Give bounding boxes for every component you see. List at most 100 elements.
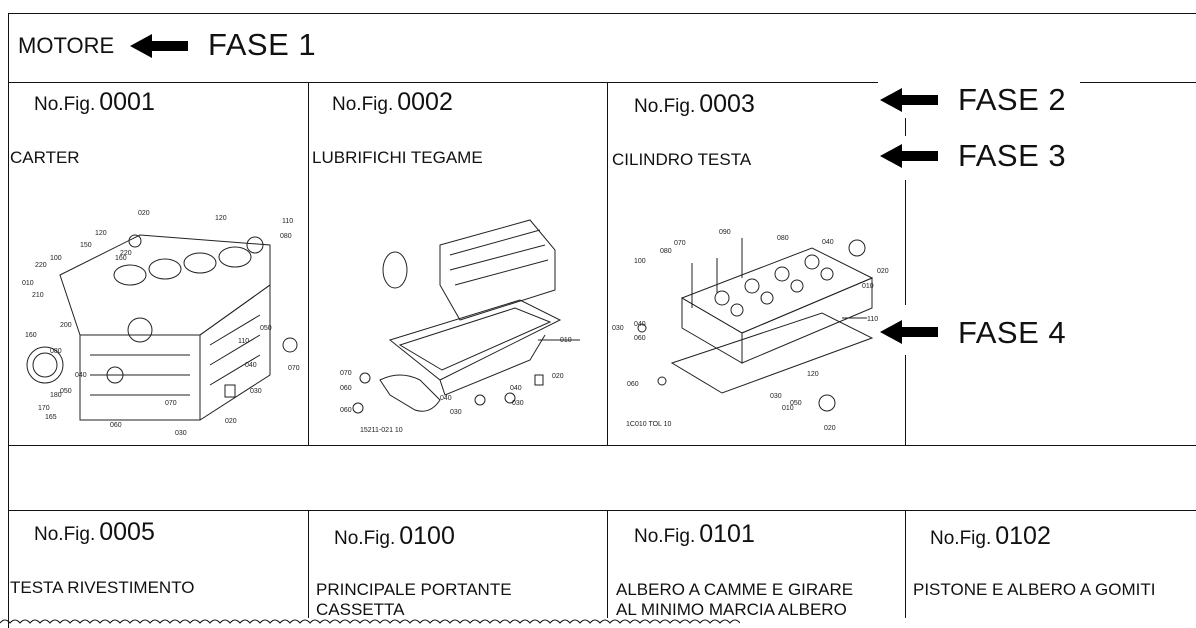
top-border <box>8 13 1196 14</box>
fig-label-0005[interactable]: No.Fig.0005 <box>34 518 155 547</box>
svg-text:100: 100 <box>50 255 62 262</box>
svg-text:080: 080 <box>50 348 62 355</box>
svg-text:1C010 TOL 10: 1C010 TOL 10 <box>626 421 672 428</box>
fig-title-0005: TESTA RIVESTIMENTO <box>10 578 195 597</box>
svg-text:060: 060 <box>634 335 646 342</box>
fase4-label: FASE 4 <box>958 315 1067 350</box>
col-divider-b3 <box>905 510 906 618</box>
fig-number: 0005 <box>99 518 155 546</box>
svg-text:040: 040 <box>75 372 87 379</box>
fig-prefix: No.Fig. <box>634 526 696 547</box>
fig-prefix: No.Fig. <box>634 96 696 117</box>
svg-text:030: 030 <box>512 400 524 407</box>
svg-text:220: 220 <box>35 262 47 269</box>
fig-prefix: No.Fig. <box>334 528 396 549</box>
arrow-left-icon <box>880 144 938 168</box>
col-divider-b2 <box>607 510 608 618</box>
fig-title-0101: ALBERO A CAMME E GIRARE <box>616 580 854 599</box>
svg-text:070: 070 <box>165 400 177 407</box>
col-divider-3c <box>905 355 906 445</box>
svg-text:020: 020 <box>552 373 564 380</box>
arrow-left-icon <box>880 320 938 344</box>
svg-text:110: 110 <box>867 316 878 323</box>
svg-text:050: 050 <box>260 325 272 332</box>
arrow-left-icon <box>880 88 938 112</box>
svg-text:010: 010 <box>782 405 794 412</box>
col-divider-b1 <box>308 510 309 618</box>
col-divider-3b <box>905 180 906 305</box>
fase3-label: FASE 3 <box>958 138 1067 173</box>
col-divider-2 <box>607 82 608 445</box>
fig-label-0100[interactable]: No.Fig.0100 <box>334 522 455 551</box>
fase1-label: FASE 1 <box>208 27 317 62</box>
header-divider-right <box>1080 82 1196 83</box>
svg-text:160: 160 <box>115 255 127 262</box>
fig-title-0100: PRINCIPALE PORTANTE <box>316 580 512 599</box>
left-border <box>8 13 9 628</box>
svg-text:080: 080 <box>777 235 789 242</box>
svg-text:040: 040 <box>510 385 522 392</box>
svg-text:150: 150 <box>80 242 92 249</box>
fig-label-0002[interactable]: No.Fig.0002 <box>332 88 453 117</box>
fig-title-0102: PISTONE E ALBERO A GOMITI <box>913 580 1156 599</box>
svg-text:220: 220 <box>120 250 132 257</box>
svg-text:160: 160 <box>25 332 37 339</box>
svg-text:110: 110 <box>282 218 293 225</box>
svg-text:010: 010 <box>22 280 34 287</box>
arrow-left-icon <box>130 34 188 58</box>
svg-text:020: 020 <box>877 268 889 275</box>
svg-text:090: 090 <box>719 229 731 236</box>
fig-prefix: No.Fig. <box>34 94 96 115</box>
fig-number: 0001 <box>99 88 155 116</box>
svg-text:030: 030 <box>770 393 782 400</box>
col-divider-3 <box>905 118 906 136</box>
svg-text:060: 060 <box>340 407 352 414</box>
svg-text:080: 080 <box>660 248 672 255</box>
svg-text:120: 120 <box>807 371 819 378</box>
svg-text:060: 060 <box>627 381 639 388</box>
svg-text:165: 165 <box>45 414 57 421</box>
row-divider-1 <box>8 445 1196 446</box>
svg-text:020: 020 <box>824 425 836 432</box>
fig-label-0001[interactable]: No.Fig.0001 <box>34 88 155 117</box>
fig-label-0101[interactable]: No.Fig.0101 <box>634 520 755 549</box>
fig-prefix: No.Fig. <box>332 94 394 115</box>
svg-text:040: 040 <box>634 321 646 328</box>
fig-number: 0101 <box>699 520 755 548</box>
svg-text:210: 210 <box>32 292 44 299</box>
svg-text:030: 030 <box>250 388 262 395</box>
svg-text:050: 050 <box>60 388 72 395</box>
fig-number: 0100 <box>399 522 455 550</box>
fig-title-0100-line2: CASSETTA <box>316 600 405 619</box>
fig-number: 0102 <box>995 522 1051 550</box>
fig-number: 0003 <box>699 90 755 118</box>
svg-text:030: 030 <box>175 430 187 437</box>
fig-label-0003[interactable]: No.Fig.0003 <box>634 90 755 119</box>
fig-label-0102[interactable]: No.Fig.0102 <box>930 522 1051 551</box>
svg-text:110: 110 <box>238 338 249 345</box>
svg-text:040: 040 <box>440 395 452 402</box>
svg-text:020: 020 <box>225 418 237 425</box>
svg-text:180: 180 <box>50 392 62 399</box>
svg-text:050: 050 <box>790 400 802 407</box>
header-divider <box>8 82 878 83</box>
fig-title-0001: CARTER <box>10 148 80 167</box>
fig-number: 0002 <box>397 88 453 116</box>
svg-text:010: 010 <box>862 283 874 290</box>
svg-text:030: 030 <box>450 409 462 416</box>
torn-edge <box>0 619 740 624</box>
fig-prefix: No.Fig. <box>34 524 96 545</box>
svg-text:040: 040 <box>822 239 834 246</box>
fig-title-0101-line2: AL MINIMO MARCIA ALBERO <box>616 600 847 619</box>
svg-text:170: 170 <box>38 405 50 412</box>
svg-text:15211-021 10: 15211-021 10 <box>360 427 403 434</box>
svg-text:010: 010 <box>560 337 572 344</box>
col-divider-1 <box>308 82 309 445</box>
svg-text:070: 070 <box>340 370 352 377</box>
svg-text:200: 200 <box>60 322 72 329</box>
fase2-label: FASE 2 <box>958 82 1067 117</box>
svg-text:030: 030 <box>612 325 624 332</box>
